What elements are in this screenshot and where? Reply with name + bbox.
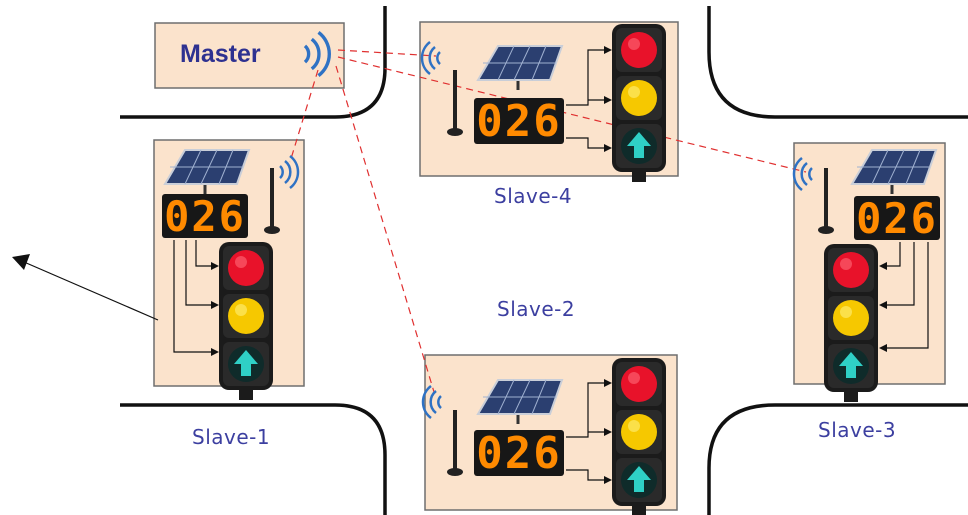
- road-corner-top-left: [120, 6, 387, 119]
- traffic-light-icon: [219, 242, 273, 400]
- traffic-light-icon: [824, 244, 878, 402]
- wireless-links: [289, 49, 807, 393]
- link-master-slave-1: [289, 69, 319, 163]
- slave-3-unit: 026: [792, 148, 940, 402]
- master-label: Master: [180, 40, 261, 68]
- road-corner-top-right: [707, 6, 968, 119]
- slave-2-label: Slave-2: [497, 297, 576, 321]
- slave-3-label: Slave-3: [818, 418, 897, 442]
- traffic-light-icon: [612, 24, 666, 182]
- master-box: [154, 22, 345, 89]
- traffic-light-icon: [612, 358, 666, 515]
- countdown-display: [854, 196, 940, 240]
- road-edges: [120, 6, 968, 515]
- link-master-slave-2: [335, 65, 435, 393]
- pointer-arrow-icon: [12, 254, 159, 321]
- countdown-display: [474, 98, 564, 144]
- slave-1-label: Slave-1: [192, 425, 271, 449]
- slave-4-label: Slave-4: [494, 184, 573, 208]
- road-corner-bottom-left: [120, 403, 387, 515]
- slave-1-unit: 026: [162, 148, 300, 400]
- countdown-display: [162, 194, 248, 238]
- slave-4-unit: 026: [420, 24, 666, 182]
- link-master-slave-4: [337, 49, 437, 57]
- countdown-value: 026: [856, 194, 938, 243]
- countdown-value: 026: [164, 192, 246, 241]
- countdown-value: 026: [476, 96, 561, 147]
- countdown-value: 026: [476, 428, 561, 479]
- link-master-slave-3: [337, 56, 807, 173]
- road-corner-bottom-right: [707, 403, 968, 515]
- slave-2-unit: 026: [421, 358, 666, 515]
- countdown-display: [474, 430, 564, 476]
